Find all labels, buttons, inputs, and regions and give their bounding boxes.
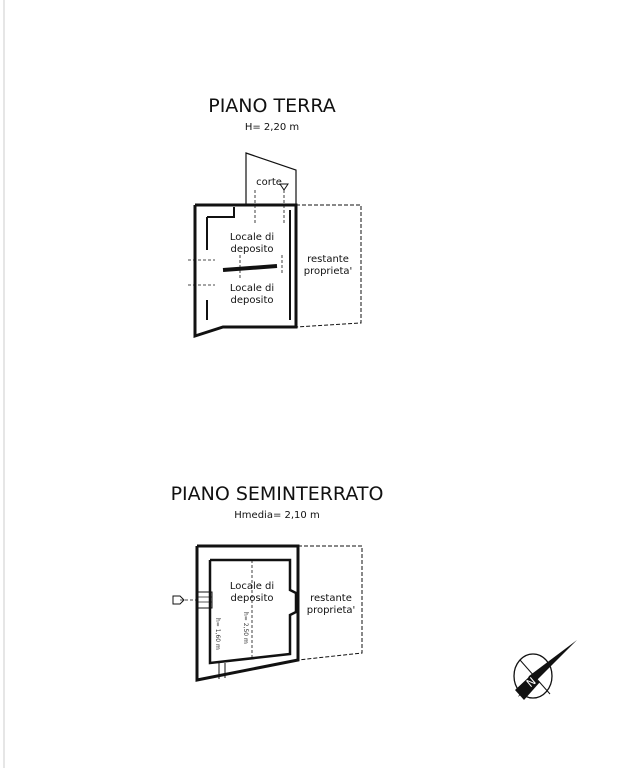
basement-plan: [172, 544, 363, 682]
inner-wall: [208, 558, 298, 665]
basement-room-label-line1: Locale di: [230, 581, 274, 592]
room1-label-line2: deposito: [231, 244, 274, 255]
north-arrow-icon: N: [513, 640, 577, 700]
remaining-property-outline: [295, 204, 362, 328]
basement-remaining-label-line2: proprieta': [307, 605, 356, 616]
room2-label-line1: Locale di: [230, 283, 274, 294]
low-height-note: h= 1,60 m: [214, 618, 221, 650]
basement-room-label-line2: deposito: [231, 593, 274, 604]
room2-label-line2: deposito: [231, 295, 274, 306]
ground-floor-plan: [188, 152, 362, 339]
basement-height: Hmedia= 2,10 m: [234, 510, 319, 521]
partition-wall: [222, 264, 278, 272]
remaining-label-line1: restante: [307, 254, 349, 265]
entrance-arrow-icon: [172, 595, 185, 605]
ground-floor-title: PIANO TERRA: [208, 95, 336, 117]
basement-remaining-label-line1: restante: [310, 593, 352, 604]
room1-label-line1: Locale di: [230, 232, 274, 243]
remaining-property-outline: [297, 545, 363, 661]
entrance-arrow-icon: [279, 183, 289, 191]
courtyard-label: corte: [256, 177, 282, 188]
remaining-label-line2: proprieta': [304, 266, 353, 277]
high-height-note: h= 2,50 m: [242, 612, 249, 644]
outer-wall: [193, 203, 298, 339]
basement-title: PIANO SEMINTERRATO: [171, 483, 384, 505]
ground-floor-height: H= 2,20 m: [245, 122, 299, 133]
